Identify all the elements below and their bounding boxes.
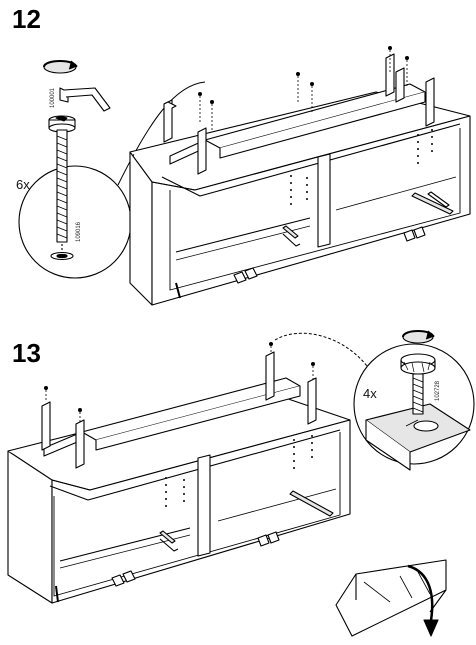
rotate-arrow-icon: [43, 60, 78, 74]
step-12-quantity: 6x: [16, 177, 30, 192]
step12-cabinet: [129, 46, 471, 306]
step-12-number: 12: [12, 4, 41, 34]
bolt-icon: [48, 115, 76, 261]
step13-legs: [41, 351, 317, 469]
step13-detail-callout: [353, 330, 475, 471]
step13-cabinet: [7, 332, 371, 604]
step-13-number: 13: [12, 338, 41, 368]
part-code-leveling-foot: 102728: [435, 380, 441, 401]
step12-detail-callout: [18, 60, 206, 279]
tip-over-cabinet-icon: [335, 559, 447, 637]
step-13-quantity: 4x: [363, 386, 377, 401]
step12-legs: [163, 53, 435, 175]
part-code-allen-key: 100001: [50, 87, 56, 108]
leveling-foot-icon: [400, 353, 436, 415]
rotate-arrow-icon: [402, 330, 435, 344]
part-code-bolt: 109016: [76, 221, 82, 242]
allen-key-icon: [59, 87, 111, 112]
